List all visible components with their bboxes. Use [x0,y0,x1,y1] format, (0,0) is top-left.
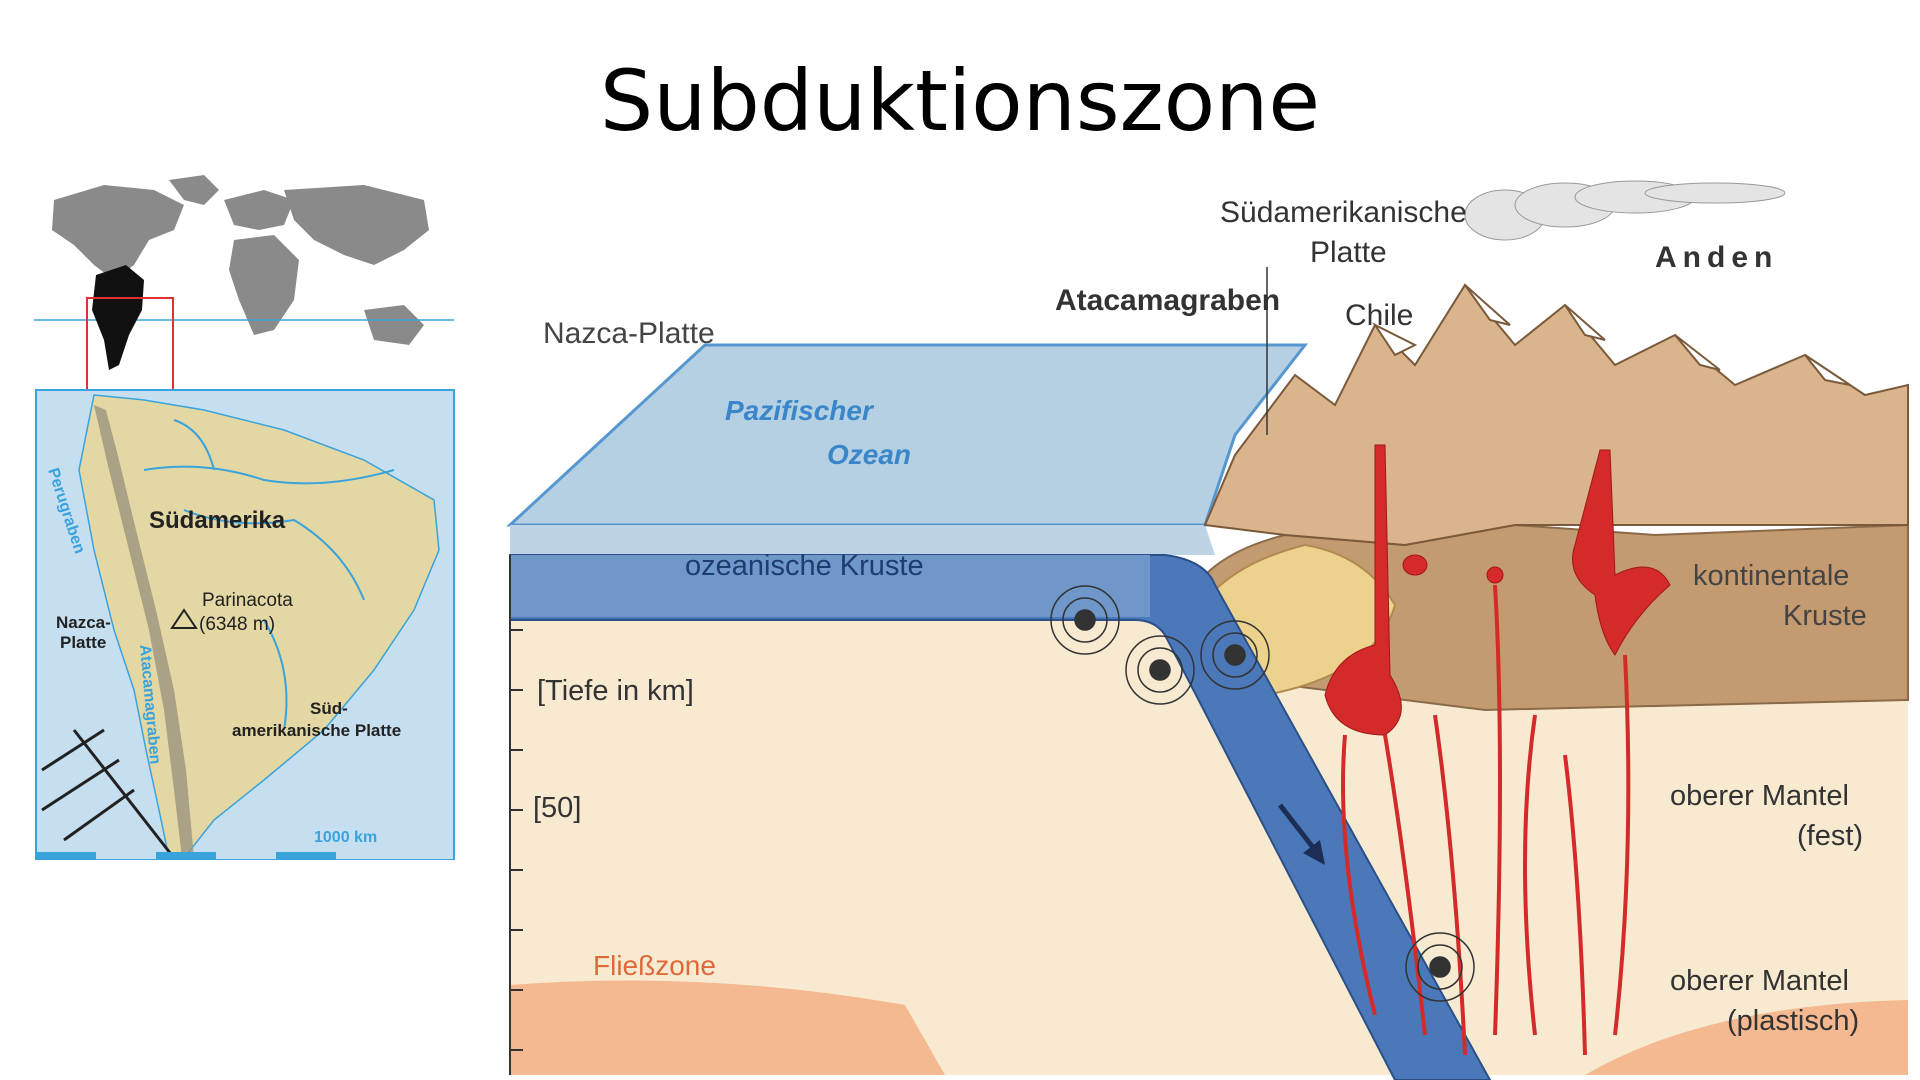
sa-plate-label-1: Süd- [310,699,348,718]
plate-boundary [41,728,176,859]
flow-zone-label: Fließzone [593,950,716,981]
magma-veins [1341,584,1631,1056]
upper-mantle-solid-label-2: (fest) [1797,820,1863,852]
sa-plate-label-2: Platte [1310,236,1387,269]
ocean-front [510,525,1215,555]
peak-name: Parinacota [202,590,293,611]
continental-crust-label-1: kontinentale [1693,560,1849,592]
upper-mantle-plastic-label-1: oberer Mantel [1670,965,1849,997]
subduction-arrow-icon [1278,803,1325,865]
south-america-map: Südamerika Parinacota (6348 m) Nazca- Pl… [34,175,455,860]
earthquake-foci [1050,585,1475,1002]
subduction-diagram: Südamerikanische Platte Anden Atacamagra… [506,180,1909,1080]
continent-label: Südamerika [149,507,286,534]
rivers [143,419,395,731]
magma-chambers [1324,444,1671,736]
scale-label: 1000 km [314,829,377,846]
south-america-highlight [92,265,144,370]
sa-plate-label-2: amerikanische Platte [232,721,401,740]
subducting-slab [509,554,1492,1080]
nazca-label-2: Platte [60,633,106,652]
ocean-label-1: Pazifischer [725,395,875,426]
sa-plate-label-1: Südamerikanische [1220,196,1467,229]
nazca-plate-label: Nazca-Platte [543,317,715,350]
volcano-plume [1464,180,1786,241]
depth-label: [Tiefe in km] [537,675,694,707]
flow-zone-right [1585,1000,1908,1075]
slide-title: Subduktionszone [599,52,1321,150]
peak-height: (6348 m) [199,614,275,635]
chile-label: Chile [1345,299,1413,332]
andes-band [94,405,194,858]
andes-label: Anden [1655,241,1778,274]
flow-zone-left [510,980,945,1075]
continental-crust-label-2: Kruste [1783,600,1867,632]
andes-mountains [1203,283,1909,547]
nazca-label-1: Nazca- [56,613,111,632]
trench-label: Atacamagraben [1055,284,1280,317]
upper-mantle-plastic-label-2: (plastisch) [1727,1005,1859,1037]
world-map [52,175,429,345]
ocean-label-2: Ozean [827,439,911,470]
pacific-ocean [506,343,1309,527]
oceanic-crust [510,555,1150,617]
depth-50-label: [50] [533,792,581,824]
upper-mantle-solid-label-1: oberer Mantel [1670,780,1849,812]
peak-triangle-icon [170,608,198,629]
depth-axis [509,555,523,1075]
oceanic-crust-label: ozeanische Kruste [685,550,924,582]
